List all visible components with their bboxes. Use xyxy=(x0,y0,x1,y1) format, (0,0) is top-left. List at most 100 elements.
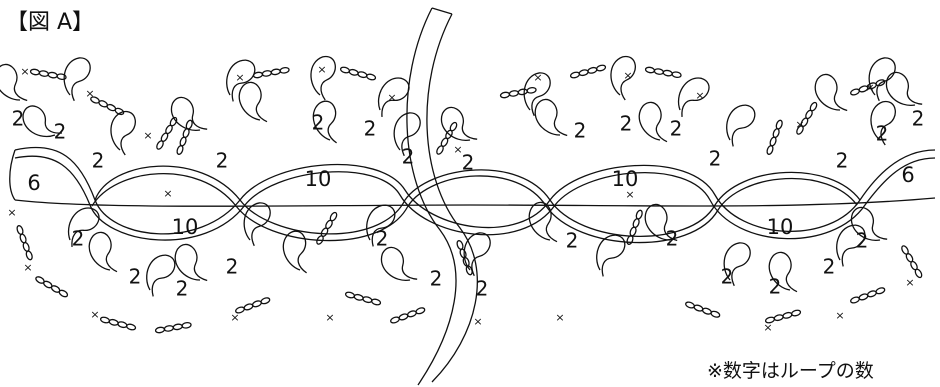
chain-stitch xyxy=(172,323,183,331)
chain-stitch xyxy=(117,321,128,329)
picot-loop xyxy=(726,104,756,147)
loop-count-label: 2 xyxy=(666,227,679,251)
chain-stitch-row xyxy=(456,240,473,276)
picot-loop xyxy=(226,59,256,102)
chain-stitch-row xyxy=(252,66,290,79)
chain-stitches: ×××××××××××××××××××××××× xyxy=(7,63,923,334)
picot-loop xyxy=(870,100,896,146)
chain-stitch-row xyxy=(35,276,69,298)
chain-stitch-row xyxy=(764,309,802,324)
chain-stitch-row xyxy=(90,96,125,116)
chain-stitch xyxy=(449,121,458,132)
x-mark: × xyxy=(533,71,542,84)
picot-loop xyxy=(63,57,91,102)
x-mark: × xyxy=(23,261,32,274)
chain-stitch-row xyxy=(626,209,643,245)
x-mark: × xyxy=(143,129,152,142)
chain-stitch xyxy=(415,307,426,315)
chain-stitch-row xyxy=(154,321,192,334)
chain-stitch-row xyxy=(16,225,33,261)
figure-title: 【図 A】 xyxy=(6,10,95,35)
x-mark: × xyxy=(163,187,172,200)
loop-count-label: 2 xyxy=(721,265,734,289)
loop-count-label: 10 xyxy=(767,215,794,239)
loop-count-label: 2 xyxy=(12,107,25,131)
loop-count-label: 2 xyxy=(620,112,633,136)
chain-stitch xyxy=(339,66,351,74)
picot-loop xyxy=(393,112,421,157)
picot-loop xyxy=(610,55,636,101)
chain-stitch xyxy=(596,64,607,72)
loop-count-label: 2 xyxy=(402,145,415,169)
chain-stitch-row xyxy=(901,245,923,279)
picot-loop xyxy=(528,201,558,243)
chain-stitch-row xyxy=(156,116,178,150)
chain-stitch xyxy=(99,316,111,324)
chain-stitch xyxy=(108,318,119,326)
x-mark: × xyxy=(835,309,844,322)
picot-loop xyxy=(0,63,28,102)
x-mark: × xyxy=(235,71,244,84)
picot-loop xyxy=(88,231,118,273)
chain-stitch-row xyxy=(339,66,377,81)
chain-stitch xyxy=(181,321,192,329)
chain-stitch xyxy=(348,68,359,76)
x-mark: × xyxy=(865,81,874,94)
loop-count-label: 2 xyxy=(376,227,389,251)
x-mark: × xyxy=(763,321,772,334)
chain-stitch xyxy=(875,287,886,295)
chain-stitch xyxy=(782,311,793,319)
x-mark: × xyxy=(905,276,914,289)
loop-count-label: 2 xyxy=(769,275,782,299)
picot-loop xyxy=(596,234,626,277)
chain-stitch xyxy=(58,289,69,298)
loop-count-label: 2 xyxy=(176,277,189,301)
picot-loop xyxy=(836,224,866,267)
loop-count-label: 2 xyxy=(462,151,475,175)
picot-loop xyxy=(850,206,888,241)
x-mark: × xyxy=(453,143,462,156)
x-mark: × xyxy=(473,315,482,328)
chain-stitch-row xyxy=(850,79,886,96)
picot-loop xyxy=(638,101,668,143)
chain-stitch xyxy=(465,265,473,276)
chain-stitch-row xyxy=(235,297,271,314)
loop-count-label: 2 xyxy=(430,267,443,291)
chain-stitch xyxy=(587,66,598,74)
chain-stitch xyxy=(279,66,290,74)
chain-stitch xyxy=(773,314,784,322)
x-mark: × xyxy=(795,118,804,131)
picot-loop xyxy=(110,110,136,156)
picot-loops xyxy=(0,55,923,297)
loop-count-label: 2 xyxy=(836,149,849,173)
chain-stitch xyxy=(344,291,356,299)
chain-stitch xyxy=(499,91,511,99)
loop-count-label: 2 xyxy=(364,117,377,141)
chain-stitch xyxy=(366,73,377,81)
x-mark: × xyxy=(20,65,29,78)
picot-loop xyxy=(238,81,268,123)
chain-stitch-row xyxy=(850,287,886,304)
chain-stitch xyxy=(362,296,373,304)
chain-stitch xyxy=(38,70,49,77)
picot-loop xyxy=(868,57,896,102)
picot-loop xyxy=(814,73,848,112)
chain-stitch xyxy=(154,326,166,334)
chain-stitch-row xyxy=(569,64,607,79)
loop-count-label: 10 xyxy=(305,167,332,191)
loop-count-label: 2 xyxy=(216,149,229,173)
picot-loop xyxy=(282,230,307,274)
picot-loop xyxy=(723,242,751,287)
chain-stitch xyxy=(29,68,41,76)
chain-stitch xyxy=(353,293,364,301)
picot-loop xyxy=(644,203,678,242)
ribbon-cord xyxy=(406,7,478,386)
chain-stitch xyxy=(671,71,682,79)
picot-loop xyxy=(366,204,396,247)
chain-stitch xyxy=(47,71,58,79)
picot-loop xyxy=(22,105,62,137)
picot-loop xyxy=(463,232,491,277)
loop-count-label: 2 xyxy=(312,111,325,135)
picot-loop xyxy=(534,98,568,137)
